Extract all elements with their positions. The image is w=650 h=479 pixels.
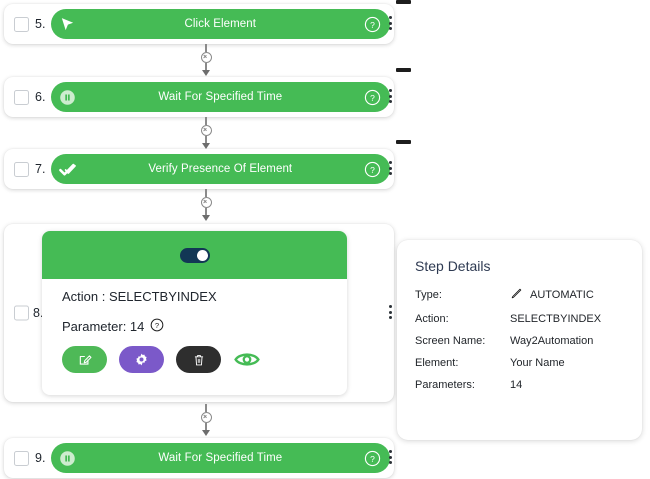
step-checkbox-5[interactable] [14,16,29,32]
connector-7-8 [195,189,217,221]
step-bar-7[interactable]: Verify Presence Of Element ? [50,154,390,184]
parameter-label: Parameter: 14 [62,319,145,334]
svg-text:?: ? [370,453,375,463]
step-row-9[interactable]: 9. Wait For Specified Time ? [4,438,394,478]
step-bar-9[interactable]: Wait For Specified Time ? [50,443,390,473]
step-row-5[interactable]: 5. Click Element ? [4,4,394,44]
step-title-6: Wait For Specified Time [158,91,283,103]
detail-row-type: Type: AUTOMATIC [415,287,626,303]
toggle-knob [196,249,208,261]
check-icon [57,158,79,180]
step-detail-card: Action : SELECTBYINDEX Parameter: 14 ? [42,231,347,395]
step-menu-5[interactable] [389,16,392,30]
detail-value: Your Name [510,357,565,369]
settings-button[interactable] [119,346,164,373]
step-checkbox-6[interactable] [14,89,29,105]
enable-toggle[interactable] [179,247,210,263]
help-icon[interactable]: ? [364,450,381,467]
step-details-panel: Step Details Type: AUTOMATIC Action: SEL… [397,240,642,440]
collapse-dash-7[interactable] [396,140,411,144]
connector-node-icon[interactable] [200,52,212,64]
step-number-8: 8. [33,306,44,320]
detail-value: SELECTBYINDEX [510,313,602,325]
step-title-7: Verify Presence Of Element [148,163,293,175]
connector-node-icon[interactable] [200,412,212,424]
detail-value: 14 [510,379,523,391]
pause-icon [57,86,79,108]
help-icon[interactable]: ? [364,161,381,178]
step-card-body: Action : SELECTBYINDEX Parameter: 14 ? [42,279,347,373]
detail-row-screen-name: Screen Name: Way2Automation [415,335,626,347]
action-label: Action : SELECTBYINDEX [62,289,217,304]
delete-button[interactable] [176,346,221,373]
collapse-dash-6[interactable] [396,68,411,72]
connector-8-9 [195,404,217,436]
step-number-7: 7. [35,162,46,176]
detail-row-parameters: Parameters: 14 [415,379,626,391]
cursor-pointer-icon [57,13,79,35]
connector-node-icon[interactable] [200,125,212,137]
step-checkbox-9[interactable] [14,450,29,466]
step-number-6: 6. [35,90,46,104]
parameter-row: Parameter: 14 ? [62,318,347,335]
step-row-7[interactable]: 7. Verify Presence Of Element ? [4,149,394,189]
step-checkbox-7[interactable] [14,161,29,177]
detail-value: AUTOMATIC [530,289,594,301]
step-menu-9[interactable] [389,450,392,464]
step-bar-5[interactable]: Click Element ? [50,9,390,39]
collapse-dash-5[interactable] [396,0,411,4]
detail-row-action: Action: SELECTBYINDEX [415,313,626,325]
detail-value: Way2Automation [510,335,594,347]
detail-row-element: Element: Your Name [415,357,626,369]
step-menu-7[interactable] [389,161,392,175]
preview-button[interactable] [233,349,261,371]
svg-text:?: ? [155,321,159,330]
connector-node-icon[interactable] [200,197,212,209]
step-number-5: 5. [35,17,46,31]
step-title-5: Click Element [184,18,257,30]
svg-text:?: ? [370,19,375,29]
step-bar-6[interactable]: Wait For Specified Time ? [50,82,390,112]
step-number-9: 9. [35,451,46,465]
step-menu-8[interactable] [389,305,392,319]
svg-text:?: ? [370,92,375,102]
action-button-row [62,346,347,373]
step-title-9: Wait For Specified Time [158,452,283,464]
help-icon[interactable]: ? [364,16,381,33]
detail-label: Action: [415,313,449,325]
svg-text:?: ? [370,164,375,174]
detail-label: Parameters: [415,379,475,391]
connector-5-6 [195,44,217,76]
step-row-8-expanded[interactable]: 8. Action : SELECTBYINDEX Parameter: 14 … [4,224,394,402]
step-checkbox-8[interactable] [14,305,29,321]
step-card-header [42,231,347,279]
detail-label: Element: [415,357,459,369]
step-menu-6[interactable] [389,89,392,103]
detail-label: Screen Name: [415,335,486,347]
connector-6-7 [195,117,217,149]
help-icon[interactable]: ? [150,318,164,335]
detail-label: Type: [415,289,442,301]
step-row-6[interactable]: 6. Wait For Specified Time ? [4,77,394,117]
pencil-icon [510,287,523,303]
help-icon[interactable]: ? [364,89,381,106]
step-details-title: Step Details [415,258,491,274]
pause-icon [57,447,79,469]
edit-button[interactable] [62,346,107,373]
